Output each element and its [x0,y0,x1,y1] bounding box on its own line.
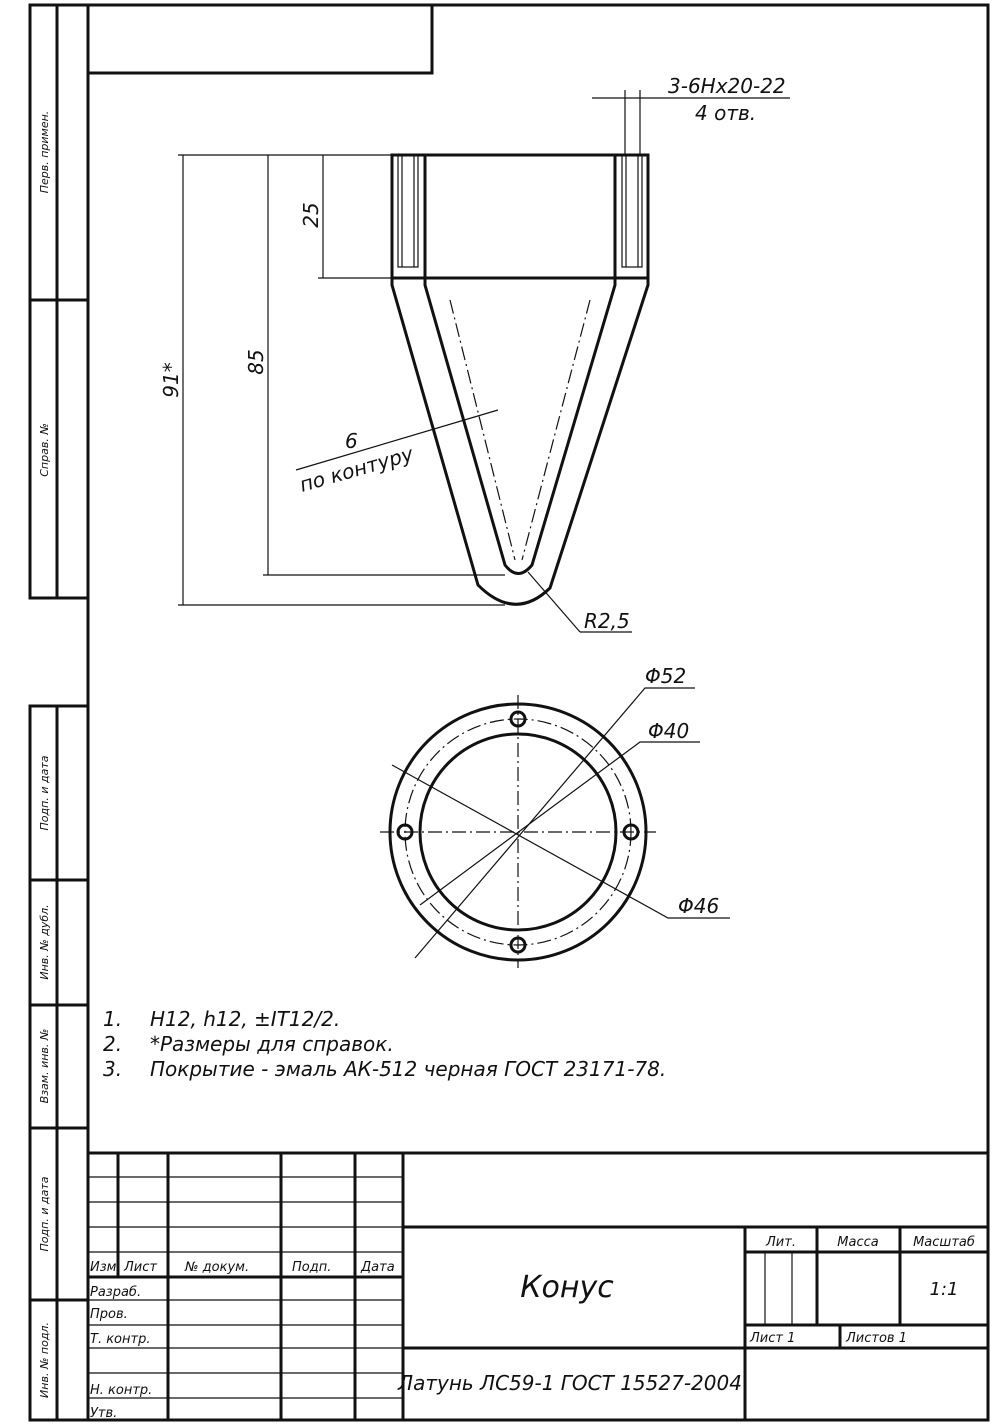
header-data: Дата [360,1260,395,1275]
top-left-box [86,3,434,75]
header-podp: Подп. [292,1260,331,1275]
dim-thread-count: 4 отв. [695,101,756,125]
dim-85: 85 [244,349,268,374]
dim-dia46: Φ46 [678,894,719,918]
label-perv-primen: Перв. примен. [38,111,51,194]
note-text: *Размеры для справок. [150,1032,394,1056]
dim-wall: 6 [345,429,358,453]
top-view: Φ52 Φ40 Φ46 [380,664,730,968]
label-vzam-inv: Взам. инв. № [38,1029,51,1104]
note-number: 1. [103,1007,122,1031]
label-prov: Пров. [90,1307,128,1322]
label-sprav-no: Справ. № [38,423,51,477]
note-number: 2. [103,1032,122,1056]
header-dokum: № докум. [184,1260,249,1275]
part-name: Конус [520,1270,614,1305]
side-strip: Перв. примен. Справ. № Подп. и дата Инв.… [28,3,90,1422]
sheet-count: Листов 1 [845,1331,907,1346]
dimensions: 91* 85 25 6 по контуру R2,5 3-6Hx20-22 4… [159,74,790,633]
label-inv-dubl: Инв. № дубл. [38,904,51,979]
label-n-kontr: Н. контр. [90,1383,152,1398]
label-podp-data-1: Подп. и дата [38,755,51,830]
dim-radius: R2,5 [584,609,630,633]
label-t-kontr: Т. контр. [90,1332,150,1347]
section-view [390,153,650,606]
label-razrab: Разраб. [90,1285,141,1300]
scale-value: 1:1 [930,1279,959,1300]
note-text: Покрытие - эмаль АК-512 черная ГОСТ 2317… [150,1057,666,1081]
note-text: H12, h12, ±IT12/2. [150,1007,340,1031]
dim-thread: 3-6Hx20-22 [668,74,786,98]
dim-dia40: Φ40 [648,719,689,743]
drawing-frame [86,3,990,1422]
header-masshtab: Масштаб [913,1235,975,1250]
dim-dia52: Φ52 [645,664,686,688]
sheet-number: Лист 1 [749,1331,795,1346]
material: Латунь ЛС59-1 ГОСТ 15527-2004 [397,1371,742,1395]
label-podp-data-2: Подп. и дата [38,1176,51,1251]
header-izm: Изм. [90,1260,121,1275]
title-block: Изм. Лист № докум. Подп. Дата Разраб. Пр… [88,1151,988,1421]
note-number: 3. [103,1057,122,1081]
dim-25: 25 [299,202,323,227]
technical-notes: 1. H12, h12, ±IT12/2. 2. *Размеры для сп… [103,1007,666,1081]
header-lit: Лит. [765,1235,796,1250]
label-inv-podl: Инв. № подл. [38,1322,51,1398]
header-list: Лист [123,1260,157,1275]
dim-91: 91* [159,362,183,397]
header-massa: Масса [837,1235,878,1250]
label-utv: Утв. [90,1406,117,1421]
